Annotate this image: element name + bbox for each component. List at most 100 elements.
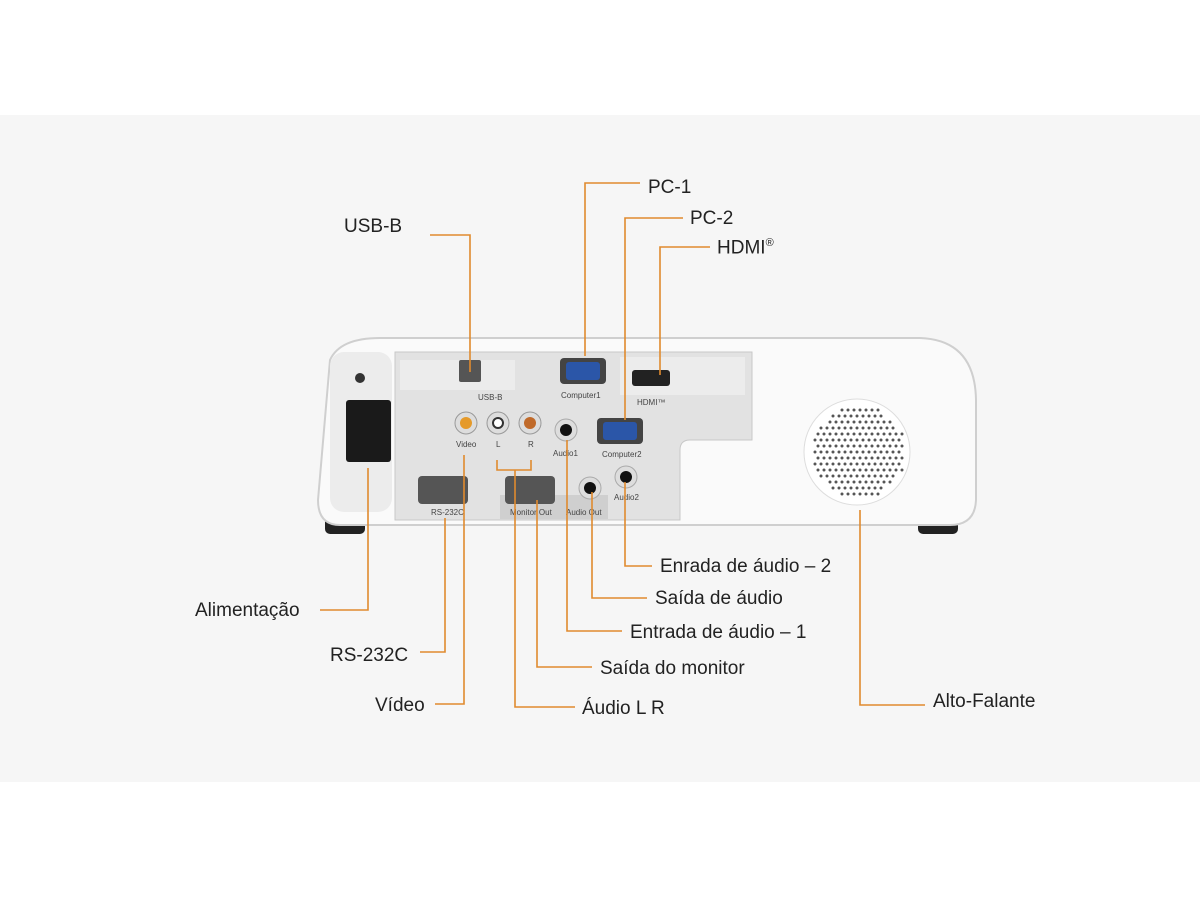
speaker-hole [831, 450, 835, 454]
speaker-hole [840, 456, 844, 460]
speaker-hole [843, 438, 847, 442]
panel-label-usb-b: USB-B [478, 393, 502, 402]
speaker-hole [840, 480, 844, 484]
callout-pc1: PC-1 [648, 177, 692, 198]
speaker-hole [819, 426, 823, 430]
leader-audio-lr-bracket [496, 460, 532, 471]
speaker-hole [825, 450, 829, 454]
speaker-hole [852, 408, 856, 412]
speaker-holes [813, 408, 904, 496]
leader-power [320, 468, 369, 611]
speaker-hole [891, 474, 895, 478]
speaker-hole [873, 474, 877, 478]
speaker-hole [834, 420, 838, 424]
callout-audio-out: Saída de áudio [655, 588, 783, 609]
speaker-hole [897, 438, 901, 442]
speaker-hole [882, 432, 886, 436]
power-inlet [346, 400, 391, 462]
speaker-hole [813, 450, 817, 454]
speaker-hole [849, 450, 853, 454]
speaker-hole [885, 438, 889, 442]
speaker-hole [846, 420, 850, 424]
panel-label-audio1: Audio1 [553, 449, 578, 458]
speaker-hole [879, 450, 883, 454]
speaker-hole [879, 414, 883, 418]
speaker-hole [846, 432, 850, 436]
speaker-hole [876, 456, 880, 460]
speaker-hole [888, 480, 892, 484]
speaker-hole [882, 468, 886, 472]
leader-audio-lr [514, 470, 575, 708]
speaker-hole [849, 426, 853, 430]
speaker-hole [828, 468, 832, 472]
speaker-hole [828, 432, 832, 436]
speaker-hole [879, 474, 883, 478]
leader-rs232c [420, 518, 446, 653]
speaker-hole [864, 408, 868, 412]
speaker-hole [855, 426, 859, 430]
leader-hdmi [659, 246, 710, 375]
speaker-hole [816, 456, 820, 460]
speaker-hole [819, 438, 823, 442]
speaker-hole [831, 486, 835, 490]
speaker-hole [858, 408, 862, 412]
panel-label-audio2: Audio2 [614, 493, 639, 502]
callout-usb-b: USB-B [344, 216, 403, 237]
callout-pc2: PC-2 [690, 208, 734, 229]
speaker-hole [861, 438, 865, 442]
speaker-hole [837, 426, 841, 430]
speaker-hole [837, 462, 841, 466]
speaker-hole [834, 432, 838, 436]
callout-audio-lr: Áudio L R [582, 698, 665, 719]
speaker-hole [840, 408, 844, 412]
panel-label-l: L [496, 440, 501, 449]
speaker-hole [819, 462, 823, 466]
speaker-hole [873, 438, 877, 442]
speaker-hole [873, 486, 877, 490]
leader-audio-in-1 [566, 440, 622, 632]
callout-audio-in-2: Enrada de áudio – 2 [660, 556, 832, 577]
speaker-hole [837, 450, 841, 454]
speaker-hole [822, 468, 826, 472]
speaker-hole [885, 450, 889, 454]
leader-audio-in-2 [624, 482, 652, 567]
speaker-hole [822, 456, 826, 460]
speaker-hole [846, 480, 850, 484]
speaker-hole [858, 456, 862, 460]
callout-rs232c: RS-232C [330, 645, 409, 666]
speaker-hole [879, 426, 883, 430]
callout-power: Alimentação [195, 600, 300, 621]
monitor-out-port [505, 476, 555, 504]
speaker-hole [876, 492, 880, 496]
speaker-hole [825, 462, 829, 466]
speaker-hole [858, 468, 862, 472]
speaker-hole [900, 432, 904, 436]
speaker-hole [882, 480, 886, 484]
speaker-hole [882, 420, 886, 424]
speaker-hole [864, 444, 868, 448]
speaker-hole [891, 426, 895, 430]
speaker-hole [870, 420, 874, 424]
callout-video: Vídeo [375, 695, 425, 716]
speaker-hole [837, 414, 841, 418]
speaker-hole [852, 492, 856, 496]
speaker-hole [825, 438, 829, 442]
speaker-hole [879, 462, 883, 466]
speaker-hole [900, 468, 904, 472]
callout-monitor-out: Saída do monitor [600, 658, 745, 679]
leader-pc2 [624, 217, 683, 420]
speaker-hole [876, 420, 880, 424]
speaker-hole [855, 414, 859, 418]
speaker-hole [843, 486, 847, 490]
speaker-hole [846, 408, 850, 412]
speaker-hole [840, 444, 844, 448]
speaker-hole [861, 414, 865, 418]
panel-label-audio-out: Audio Out [566, 508, 602, 517]
speaker-hole [849, 414, 853, 418]
speaker-hole [816, 468, 820, 472]
speaker-hole [873, 450, 877, 454]
speaker-hole [891, 462, 895, 466]
speaker-hole [858, 444, 862, 448]
speaker-hole [876, 408, 880, 412]
